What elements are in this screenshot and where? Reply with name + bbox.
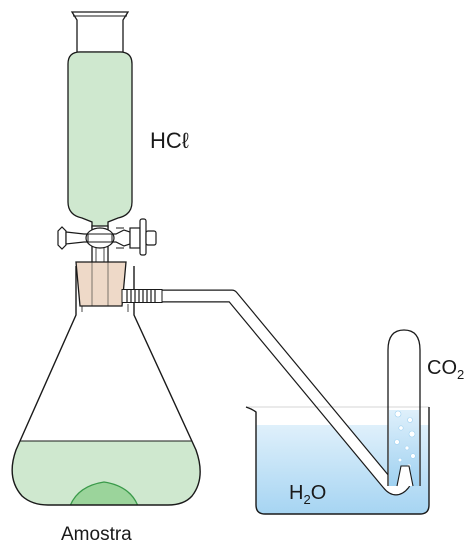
water-label: H2O <box>289 482 326 507</box>
tube-connector <box>121 289 163 303</box>
rubber-stopper <box>75 261 127 307</box>
flask-liquid <box>12 441 201 505</box>
sample-label: Amostra <box>61 524 132 545</box>
erlenmeyer-flask <box>11 266 201 506</box>
collection-tube <box>387 329 421 487</box>
separatory-funnel <box>67 11 133 305</box>
gas-label: CO2 <box>427 357 464 382</box>
funnel-bulb <box>67 51 133 229</box>
stopcock <box>57 218 157 256</box>
funnel-neck <box>70 11 130 53</box>
acid-label: HCℓ <box>150 128 190 153</box>
beaker <box>245 406 430 515</box>
sample-solid <box>69 481 139 505</box>
